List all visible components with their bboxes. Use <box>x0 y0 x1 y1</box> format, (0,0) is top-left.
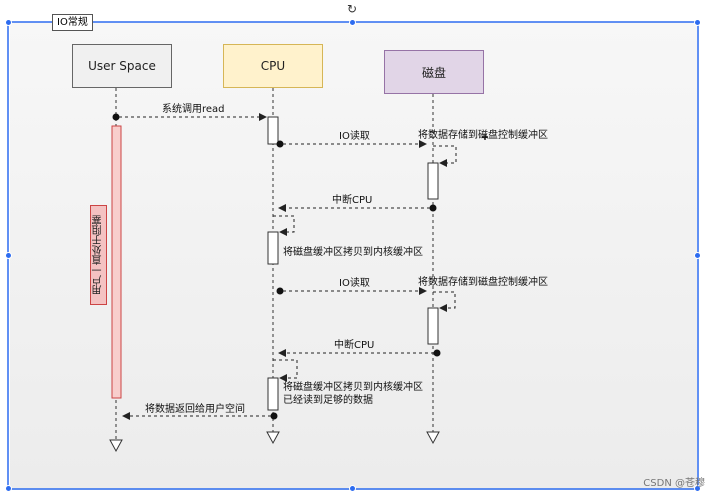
msg-label-5: 将磁盘缓冲区拷贝到内核缓冲区 <box>283 247 423 258</box>
disk-end-marker <box>426 431 440 445</box>
actor-disk[interactable]: 磁盘 <box>384 50 484 94</box>
actor-disk-label: 磁盘 <box>421 65 446 80</box>
resize-handle-right[interactable] <box>694 252 701 259</box>
page-title[interactable]: IO常规 <box>52 14 93 31</box>
resize-handle-top-left[interactable] <box>5 19 12 26</box>
actor-user-label: User Space <box>88 59 156 73</box>
msg-dot-11 <box>270 412 278 420</box>
resize-handle-bottom-left[interactable] <box>5 485 12 492</box>
msg-label-10: 已经读到足够的数据 <box>283 395 373 406</box>
msg-dot-8 <box>433 349 441 357</box>
resize-handle-bottom-right[interactable] <box>694 485 701 492</box>
msg-label-8: 中断CPU <box>334 340 375 351</box>
cpu-self-loop-1 <box>273 215 295 236</box>
disk-activation-1 <box>427 162 439 200</box>
msg-label-2: IO读取 <box>339 131 370 142</box>
msg-label-7: 将数据存储到磁盘控制缓冲区 <box>418 277 548 288</box>
disk-activation-2 <box>427 307 439 345</box>
msg-label-1: 系统调用read <box>162 104 225 115</box>
msg-label-6: IO读取 <box>339 278 370 289</box>
resize-handle-bottom[interactable] <box>349 485 356 492</box>
msg-label-3: 将数据存储到磁盘控制缓冲区 <box>418 130 548 141</box>
actor-user-space[interactable]: User Space <box>72 44 172 88</box>
cpu-end-marker <box>266 431 280 445</box>
msg-label-9: 将磁盘缓冲区拷贝到内核缓冲区 <box>283 382 423 393</box>
msg-dot-2 <box>276 140 284 148</box>
disk-self-loop-1 <box>433 145 457 167</box>
msg-label-4: 中断CPU <box>332 195 373 206</box>
actor-cpu[interactable]: CPU <box>223 44 323 88</box>
cursor-icon <box>482 134 488 140</box>
resize-handle-top-right[interactable] <box>694 19 701 26</box>
msg-dot-4 <box>429 204 437 212</box>
rotate-icon[interactable]: ↻ <box>346 2 358 16</box>
msg-dot-6 <box>276 287 284 295</box>
user-blocked-label: 用户一直处于阻塞 <box>90 205 107 305</box>
resize-handle-left[interactable] <box>5 252 12 259</box>
cpu-self-loop-2 <box>273 359 298 382</box>
disk-self-loop-2 <box>433 291 456 312</box>
msg-label-11: 将数据返回给用户空间 <box>145 404 245 415</box>
user-blocked-bar <box>111 125 122 399</box>
resize-handle-top[interactable] <box>349 19 356 26</box>
watermark: CSDN @苍穆 <box>643 478 705 489</box>
cpu-activation-1 <box>267 116 279 145</box>
msg-dot-1 <box>112 113 120 121</box>
user-end-marker <box>109 439 123 453</box>
actor-cpu-label: CPU <box>260 59 286 73</box>
cpu-activation-2 <box>267 231 279 265</box>
cpu-activation-3 <box>267 377 279 411</box>
